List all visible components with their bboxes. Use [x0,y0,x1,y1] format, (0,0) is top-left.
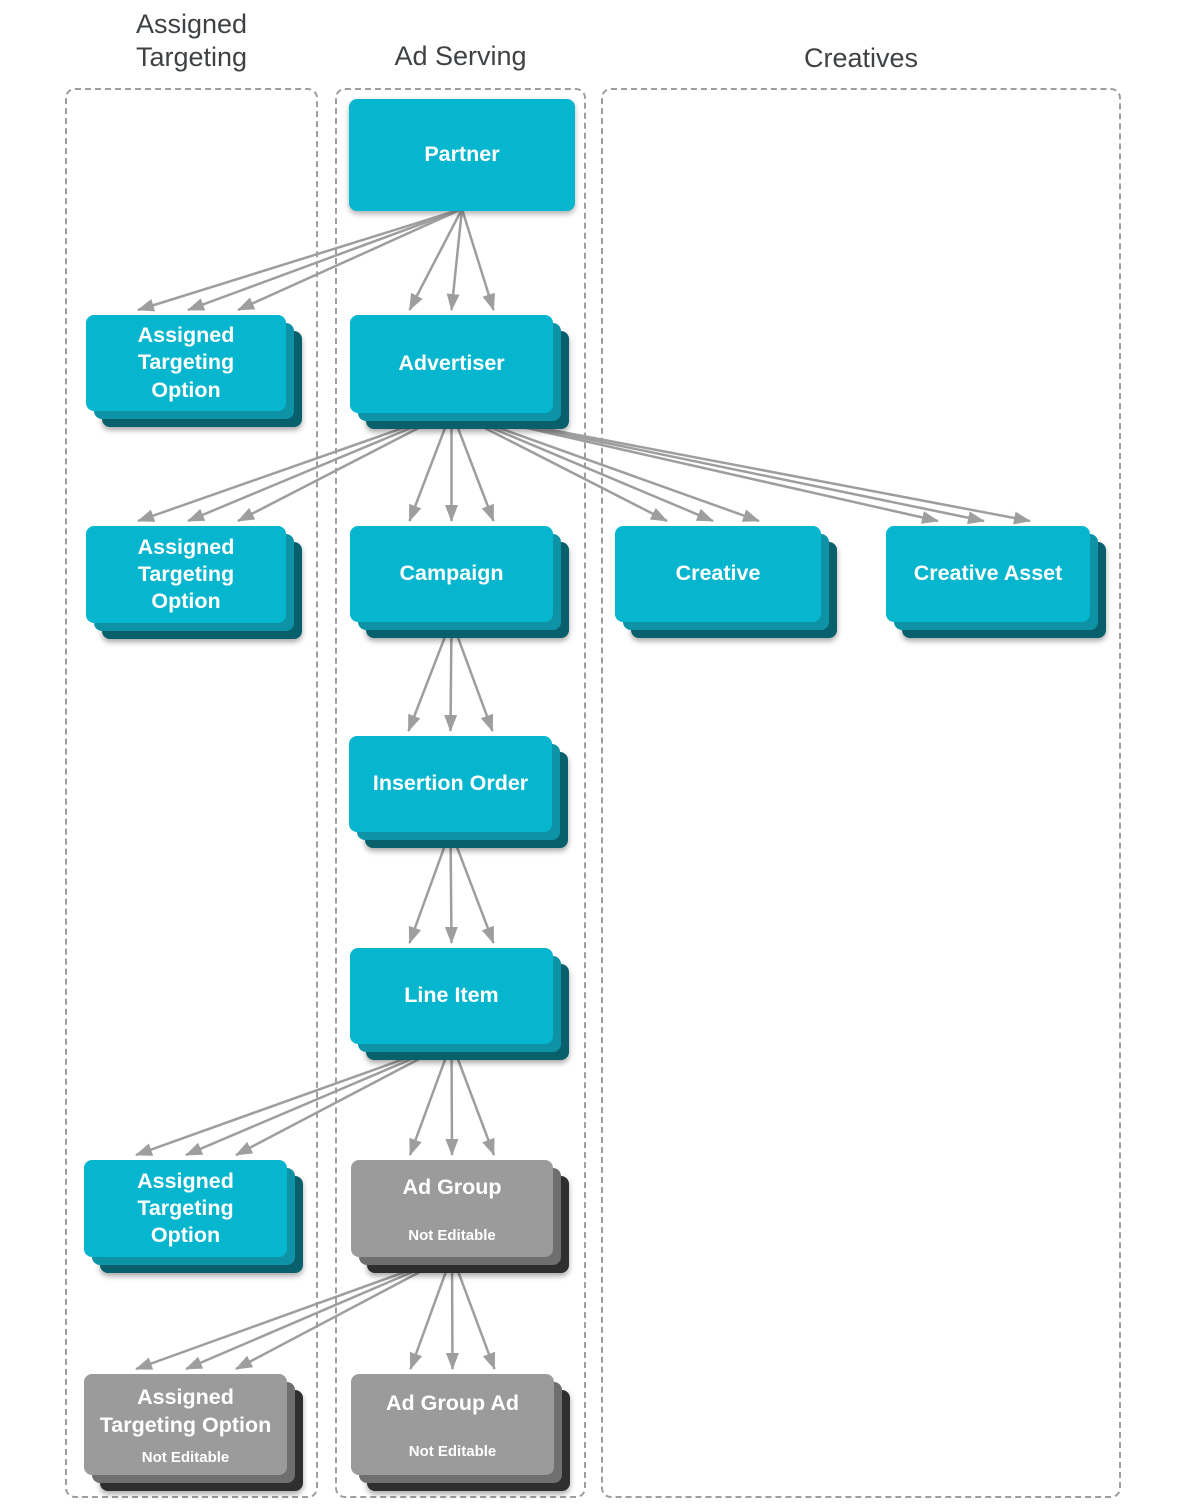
node-box: Creative Asset [886,526,1090,622]
edge-advertiser-creative [450,409,760,523]
column-frame-creatives [601,88,1121,1498]
node-box: Partner [349,99,575,211]
node-label: Line Item [404,983,499,1008]
edge-advertiser-creative-asset [451,409,1031,525]
node-label: Assigned Targeting Option [137,1168,234,1248]
edge-ad-group-ad-group-ad [409,1254,496,1370]
node-partner: Partner [349,99,591,227]
column-header-assigned-targeting: Assigned Targeting [65,8,318,74]
node-box: Assigned Targeting Option [86,315,286,411]
node-creative: Creative [615,526,837,638]
column-header-label: Creatives [803,43,919,73]
column-header-label: Ad Serving [394,41,527,71]
node-label: Creative [675,561,761,586]
edge-line-item-ato-line-item [135,1040,453,1157]
column-header-ad-serving: Ad Serving [335,40,586,73]
edge-advertiser-campaign [408,410,495,522]
node-label: Campaign [399,561,504,586]
column-header-creatives: Creatives [601,42,1121,75]
node-campaign: Campaign [350,526,569,638]
node-box: Assigned Targeting Option [84,1160,287,1257]
node-label: Assigned Targeting Option [99,1385,272,1437]
node-box: Campaign [350,526,553,622]
node-box: Creative [615,526,821,622]
column-header-label: Assigned Targeting [135,9,248,72]
edge-campaign-insertion-order [407,619,494,732]
node-ato-campaign: Assigned Targeting Option [86,526,302,639]
node-ato-line-item: Assigned Targeting Option [84,1160,303,1273]
column-frame-assigned-targeting [65,88,318,1498]
edge-line-item-ad-group [408,1041,496,1156]
node-box: Assigned Targeting Option [86,526,286,623]
node-box: Advertiser [350,315,553,413]
node-label: Advertiser [398,351,505,376]
node-sublabel: Not Editable [141,1448,230,1466]
node-ato-advertiser: Assigned Targeting Option [86,315,302,427]
node-ad-group-ad: Ad Group Ad Not Editable [351,1374,570,1491]
node-advertiser: Advertiser [350,315,569,429]
node-sublabel: Not Editable [408,1442,497,1460]
column-frame-ad-serving [335,88,586,1498]
edge-ad-group-ato-ad-group [135,1253,453,1371]
node-box: Insertion Order [349,736,552,832]
edge-advertiser-ato-campaign [137,409,453,523]
node-sublabel: Not Editable [408,1226,496,1244]
node-label: Partner [424,142,500,167]
edge-insertion-order-line-item [408,829,495,944]
node-creative-asset: Creative Asset [886,526,1106,638]
node-label: Insertion Order [372,771,529,796]
node-label: Assigned Targeting Option [137,534,235,614]
node-box: Ad Group Ad Not Editable [351,1374,554,1475]
edge-partner-advertiser [408,208,495,311]
node-line-item: Line Item [350,948,569,1060]
node-box: Line Item [350,948,553,1044]
node-label: Ad Group Ad [386,1391,519,1416]
node-label: Creative Asset [913,561,1063,586]
node-insertion-order: Insertion Order [349,736,568,848]
edge-partner-ato-advertiser [137,207,463,312]
node-label: Assigned Targeting Option [137,323,235,402]
node-label: Ad Group [402,1175,502,1200]
